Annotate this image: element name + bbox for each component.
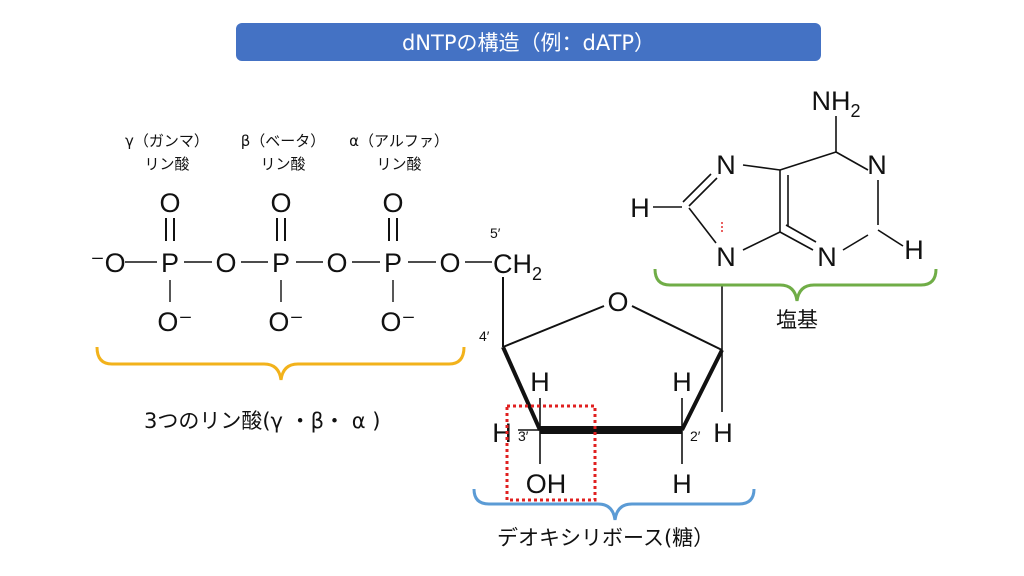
sugar-caption: デオキシリボース(糖）	[497, 526, 714, 550]
n7-nitrogen: N	[716, 150, 736, 180]
base-brace	[653, 268, 938, 302]
c3-top-hydrogen: H	[530, 367, 550, 397]
gamma-label: γ（ガンマ）	[125, 132, 209, 150]
beta-top-oxygen: O	[270, 188, 291, 218]
double-bonds	[165, 218, 398, 241]
c2-position-label: 2′	[690, 428, 701, 444]
ch2-group: CH2	[493, 249, 542, 284]
adenine-bonds	[653, 116, 904, 251]
ring-oxygen: O	[607, 287, 628, 317]
alpha-label: α（アルファ）	[349, 132, 449, 150]
gamma-phosphorus: P	[161, 248, 179, 278]
n3-nitrogen: N	[817, 242, 837, 272]
c4-position-label: 4′	[479, 328, 490, 344]
page-title: dNTPの構造（例：dATP）	[401, 31, 656, 55]
c2-bottom-hydrogen: H	[672, 469, 692, 499]
c3-hydroxyl: OH	[526, 469, 567, 499]
beta-bottom-oxygen-minus: O⁻	[268, 307, 303, 337]
alpha-phosphate-word: リン酸	[376, 155, 421, 173]
three-prime-oh-highlight-box	[505, 404, 597, 502]
c1-hydrogen: H	[713, 418, 733, 448]
terminal-oxygen-minus: ⁻O	[90, 248, 125, 278]
n1-nitrogen: N	[867, 150, 887, 180]
alpha-phosphorus: P	[384, 248, 402, 278]
phosphate-group-caption: 3つのリン酸(γ ・β・ α )	[144, 409, 380, 433]
c2-top-hydrogen: H	[672, 367, 692, 397]
alpha-bottom-oxygen-minus: O⁻	[380, 307, 415, 337]
gamma-bottom-oxygen-minus: O⁻	[157, 307, 192, 337]
base-caption: 塩基	[776, 308, 818, 332]
beta-phosphate-word: リン酸	[260, 155, 305, 173]
phosphate-brace	[95, 346, 466, 381]
bridge-oxygen-1: O	[215, 248, 236, 278]
beta-phosphorus: P	[272, 248, 290, 278]
phosphate-chain: O O O ⁻O P O P O P O O⁻ O⁻ O⁻	[90, 188, 492, 337]
title-banner: dNTPの構造（例：dATP）	[236, 23, 821, 61]
amino-group: NH2	[811, 86, 860, 121]
c3-left-hydrogen: H	[492, 418, 512, 448]
alpha-top-oxygen: O	[382, 188, 403, 218]
bridge-oxygen-3: O	[439, 248, 460, 278]
c2-base-hydrogen: H	[904, 235, 924, 265]
c5-position-label: 5′	[490, 225, 501, 241]
gamma-phosphate-word: リン酸	[144, 155, 189, 173]
n9-nitrogen: N	[716, 242, 736, 272]
c3-position-label: 3′	[518, 428, 529, 444]
beta-label: β（ベータ）	[241, 132, 326, 150]
single-bonds	[125, 261, 492, 302]
bridge-oxygen-2: O	[326, 248, 347, 278]
c8-hydrogen: H	[630, 193, 650, 223]
gamma-top-oxygen: O	[159, 188, 180, 218]
deoxyribose-ring	[501, 277, 724, 464]
sugar-brace	[472, 488, 756, 521]
